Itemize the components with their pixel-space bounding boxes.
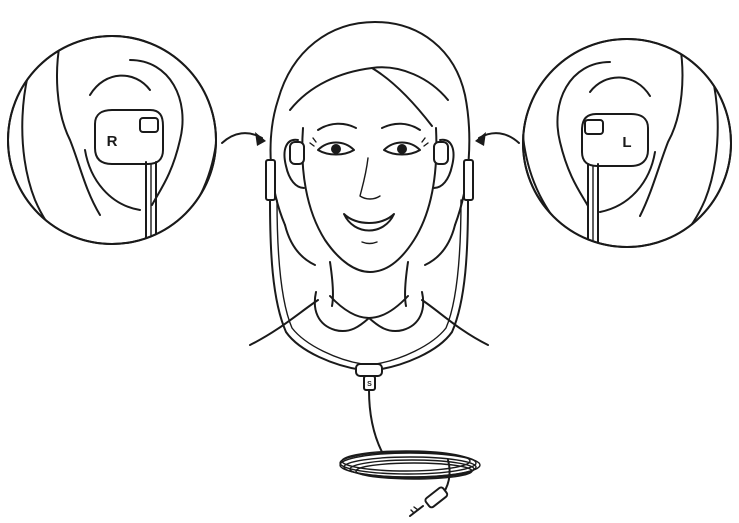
eyebrows [318,124,420,130]
eyes [310,138,428,155]
left-arrow-head [475,132,486,146]
left-earpiece-worn [434,142,448,164]
face-outline [302,128,436,272]
left-ear-inset: L [475,38,731,262]
cable-slider [356,364,382,376]
right-cable-housing [266,160,275,200]
right-earpiece-worn [290,142,304,164]
main-cable [369,390,382,452]
person-figure [250,22,488,345]
cable-coil [340,451,480,479]
right-arrow-head [255,132,266,146]
nose [360,158,380,199]
cable-assembly: S [266,160,480,516]
left-cable-housing [464,160,473,200]
splitter-label: S [367,381,372,388]
hair-outline [271,22,470,225]
left-earpiece-label: L [622,134,631,151]
audio-plug-body [424,486,448,508]
right-earpiece-label: R [107,133,118,150]
right-ear-inset: R [8,36,266,260]
mouth [344,214,394,231]
